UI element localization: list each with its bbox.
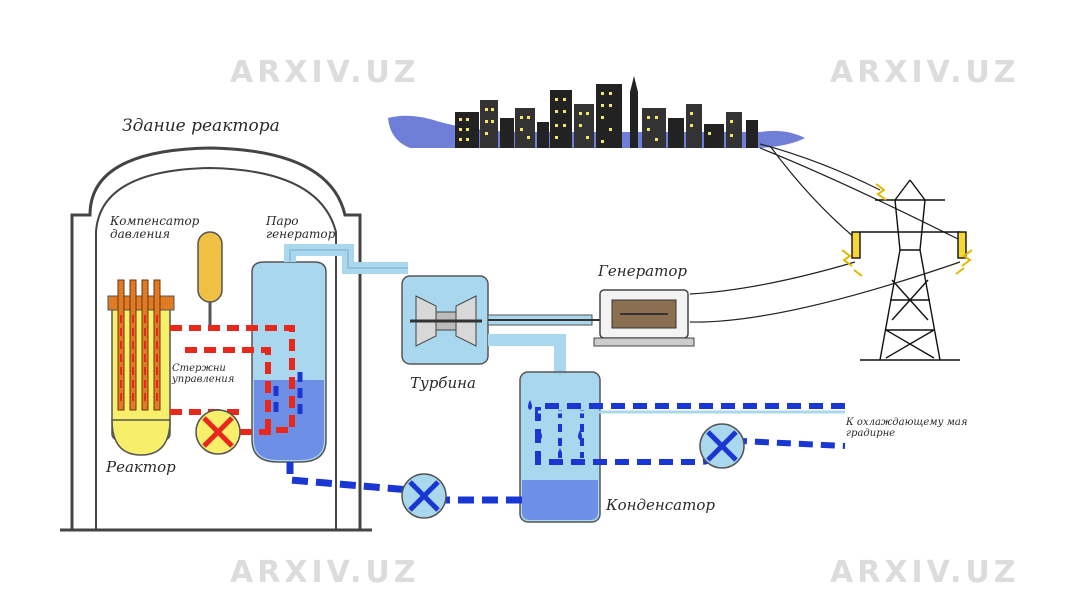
label-control-rods: Стержни управления xyxy=(172,363,235,385)
label-reactor: Реактор xyxy=(106,458,176,476)
reactor-building xyxy=(70,146,362,530)
pressurizer xyxy=(197,231,223,328)
city-skyline-icon xyxy=(388,76,805,148)
transmission-tower-icon xyxy=(851,179,967,361)
reactor-vessel xyxy=(107,279,175,456)
watermark: ARXIV.UZ xyxy=(230,555,420,590)
label-turbine: Турбина xyxy=(410,374,476,392)
label-condenser: Конденсатор xyxy=(606,496,715,514)
pump-icon xyxy=(401,473,447,519)
generator xyxy=(593,289,695,347)
pump-icon xyxy=(195,409,241,455)
condenser xyxy=(519,371,601,523)
label-cooling-tower: К охлаждающему мая градирне xyxy=(846,417,968,439)
lightning-icon xyxy=(841,183,973,277)
watermark: ARXIV.UZ xyxy=(830,555,1020,590)
pump-icon xyxy=(699,423,745,469)
label-pressurizer: Компенсатор давления xyxy=(110,214,200,241)
watermark: ARXIV.UZ xyxy=(830,55,1020,90)
watermark: ARXIV.UZ xyxy=(230,55,420,90)
turbine xyxy=(401,275,489,365)
label-generator: Генератор xyxy=(598,262,687,280)
label-steam-generator: Паро генератор xyxy=(266,214,336,241)
label-building: Здание реактора xyxy=(122,116,280,136)
